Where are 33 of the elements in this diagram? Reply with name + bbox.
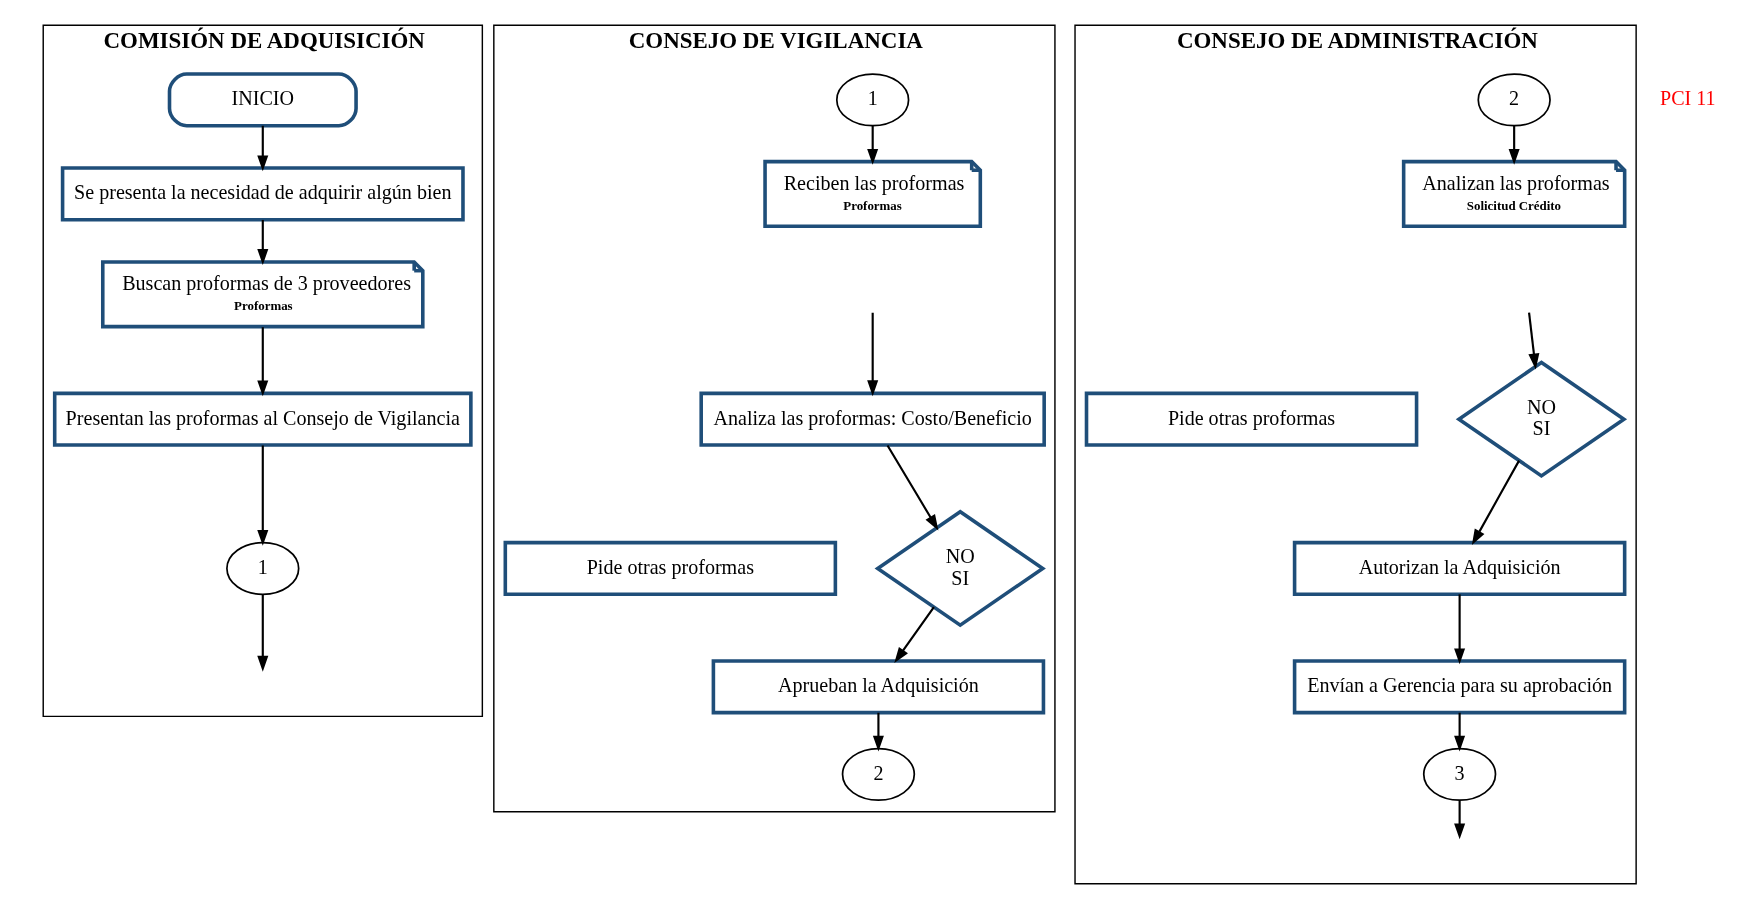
node-box: Aprueban la Adquisición [711,659,1045,715]
arrow [256,594,268,672]
arrow [866,312,878,397]
node-diamond: NO SI [1455,360,1627,479]
arrow [866,125,878,165]
arrow [893,606,935,663]
arrow [256,125,268,172]
node-ellipse: 2 [841,747,915,802]
node-box: Pide otras proformas [503,540,837,597]
arrow [256,327,268,397]
arrow [256,445,268,546]
node-box: Presentan las proformas al Consejo de Vigilancia [52,391,473,447]
node-box: Se presenta la necesidad de adquirir algún bien [60,166,465,222]
arrow [1471,460,1520,546]
node-ellipse: 1 [225,541,300,596]
node-ellipse: 3 [1422,747,1496,802]
node-box: Envían a Gerencia para su aprobación [1292,659,1626,715]
arrow [256,219,268,265]
arrow [1453,712,1465,752]
node-box: Analiza las proformas: Costo/Beneficio [698,391,1046,447]
node-ellipse: 1 [835,73,909,127]
arrow [1453,594,1465,665]
label: PCI 11 [1659,87,1716,110]
arrow [1527,312,1539,370]
arrow [1508,125,1520,165]
arrow [886,444,938,531]
node-box: Pide otras proformas [1084,391,1418,447]
node-ellipse: 2 [1476,73,1551,127]
arrow [1453,800,1465,840]
node-box: INICIO [167,72,358,128]
node-diamond: NO SI [874,509,1046,628]
arrow [872,712,884,752]
node-box: Autorizan la Adquisición [1292,540,1626,597]
